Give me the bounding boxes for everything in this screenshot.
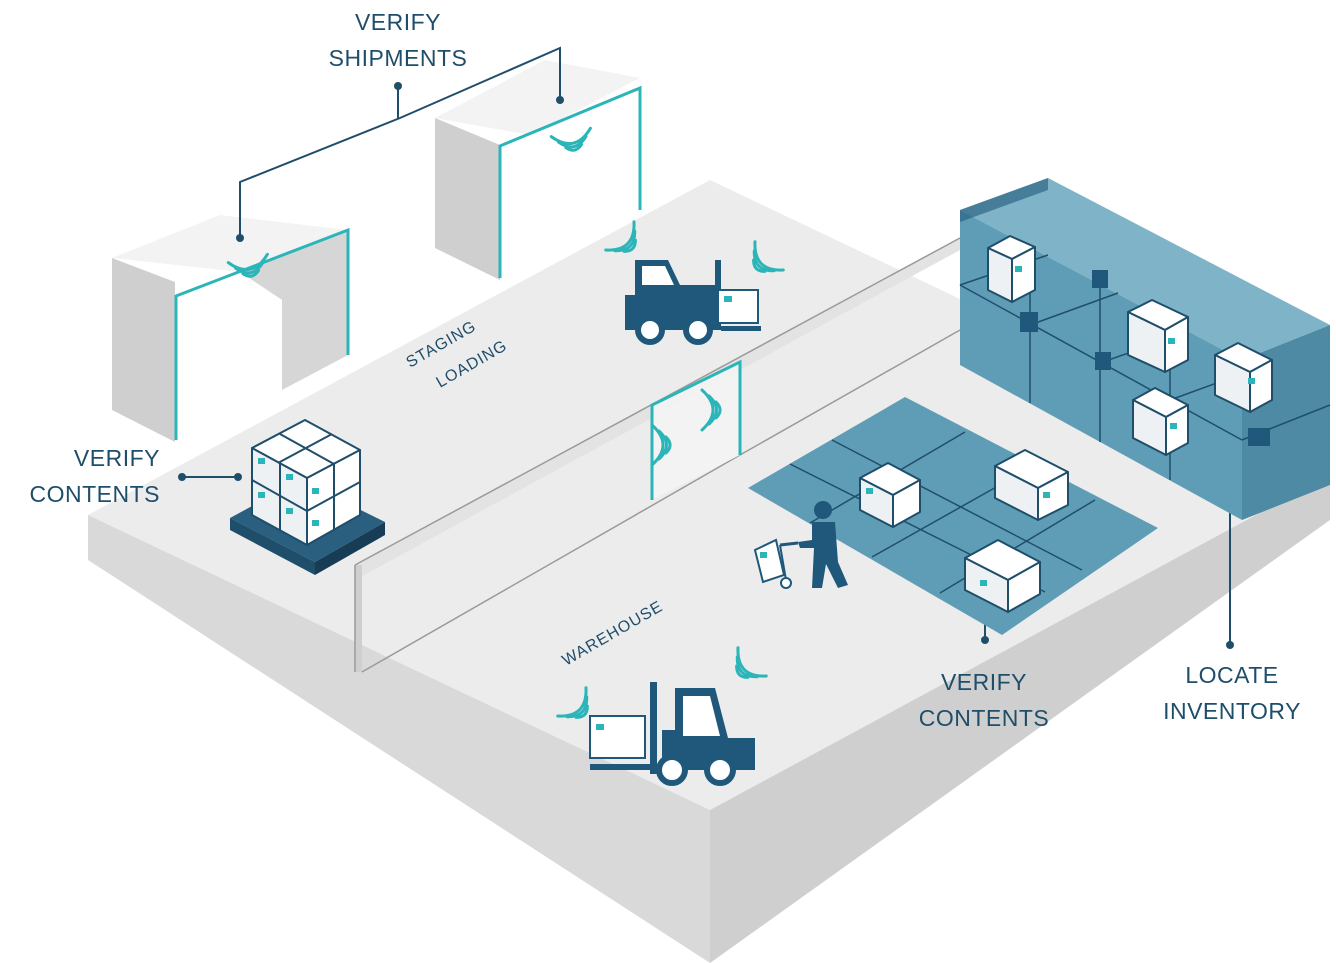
shelving-icon	[959, 178, 1331, 520]
callout-line: VERIFY	[941, 669, 1027, 695]
grid-box	[964, 539, 1041, 613]
callout-line: VERIFY	[355, 9, 441, 35]
callout-line: CONTENTS	[919, 705, 1050, 731]
callout-line: VERIFY	[74, 445, 160, 471]
callout-line: CONTENTS	[30, 481, 161, 507]
callout-verify-contents-right: VERIFY CONTENTS	[919, 669, 1050, 731]
grid-box	[994, 449, 1069, 521]
pallet-icon	[230, 419, 385, 575]
callout-locate-inventory: LOCATE INVENTORY	[1163, 662, 1301, 724]
rfid-portal-left	[112, 215, 350, 442]
forklift-icon	[604, 220, 785, 345]
floor-grid	[748, 397, 1158, 635]
callout-line: INVENTORY	[1163, 698, 1301, 724]
grid-box	[859, 462, 921, 528]
callout-verify-contents-left: VERIFY CONTENTS	[30, 445, 161, 507]
callout-verify-shipments: VERIFY SHIPMENTS	[329, 9, 468, 71]
rfid-portal-right	[435, 60, 642, 280]
shelf-box	[1214, 342, 1273, 413]
shelf-box	[987, 235, 1036, 303]
forklift-icon	[556, 646, 768, 786]
callout-line: LOCATE	[1185, 662, 1278, 688]
rfid-gate-divider	[650, 359, 742, 500]
worker-handtruck-icon	[753, 501, 848, 589]
shelf-box	[1132, 387, 1189, 456]
callout-line: SHIPMENTS	[329, 45, 468, 71]
shelf-box	[1127, 299, 1189, 373]
